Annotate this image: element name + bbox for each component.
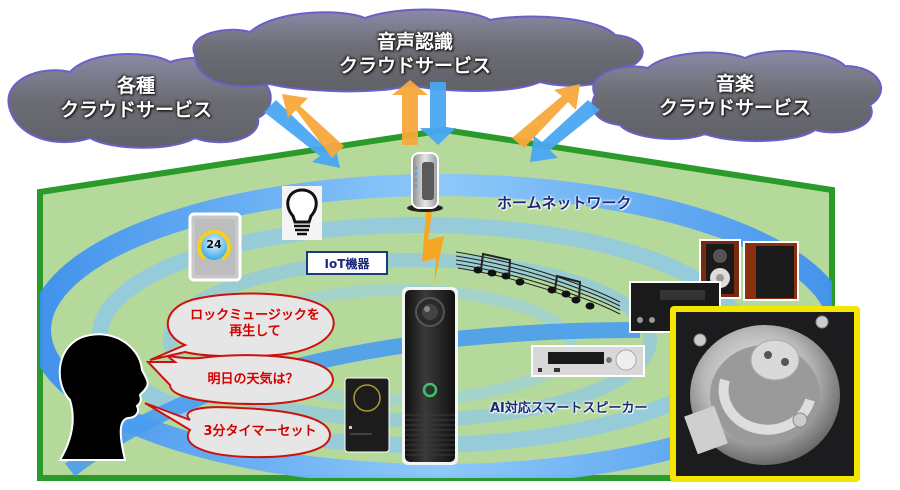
smart-speaker-label: AI対応スマートスピーカー: [490, 401, 648, 416]
cloud-label-various: 各種 クラウドサービス: [46, 74, 226, 122]
light-bulb-icon: [282, 186, 322, 240]
cloud-music: [591, 50, 882, 143]
arrows: [264, 80, 600, 168]
speech-bubbles: [144, 292, 335, 459]
music-notes-icon: [455, 251, 621, 315]
speech-bubble-weather-line1: 明日の天気は？: [207, 372, 299, 387]
speech-bubble-rock-line2: 再生して: [229, 324, 281, 339]
speech-bubble-rock: ロックミュージックを 再生して: [180, 308, 330, 340]
cloud-voice-line1: 音声認識: [376, 31, 453, 53]
speech-bubble-timer: 3分タイマーセット: [185, 424, 335, 440]
iot-devices-text: IoT機器: [324, 256, 370, 271]
arrow-down-various: [264, 100, 340, 168]
home-network-label: ホームネットワーク: [497, 194, 632, 212]
thermostat-icon: [188, 212, 242, 282]
cloud-various: [7, 53, 272, 149]
arrow-down-music: [530, 100, 600, 162]
arrow-up-voice: [392, 80, 428, 145]
speech-bubble-timer-line1: 3分タイマーセット: [203, 424, 317, 439]
cloud-various-line2: クラウドサービス: [59, 99, 212, 121]
music-player-icon: [344, 377, 390, 453]
person-silhouette-icon: [58, 333, 149, 461]
cloud-various-line1: 各種: [116, 75, 155, 97]
cloud-music-line2: クラウドサービス: [658, 97, 811, 119]
thermostat-value: 24: [206, 238, 222, 251]
speech-bubble-rock-line1: ロックミュージックを: [190, 308, 320, 323]
cloud-voice: [192, 8, 644, 93]
cloud-voice-line2: クラウドサービス: [338, 55, 491, 77]
silver-receiver-icon: [531, 345, 645, 377]
arrow-down-voice: [420, 82, 456, 145]
router-icon: [407, 152, 443, 212]
arrow-up-music: [512, 84, 580, 148]
cloud-label-voice: 音声認識 クラウドサービス: [315, 30, 515, 78]
speaker-closeup-photo: [670, 306, 860, 482]
iot-devices-label: IoT機器: [306, 251, 388, 275]
speech-bubble-weather: 明日の天気は？: [178, 372, 328, 388]
arrow-up-various: [282, 94, 344, 158]
smart-speaker-icon: [402, 287, 458, 465]
cloud-label-music: 音楽 クラウドサービス: [640, 72, 830, 120]
wireless-bolt-icon: [422, 212, 444, 285]
cloud-music-line1: 音楽: [715, 73, 754, 95]
